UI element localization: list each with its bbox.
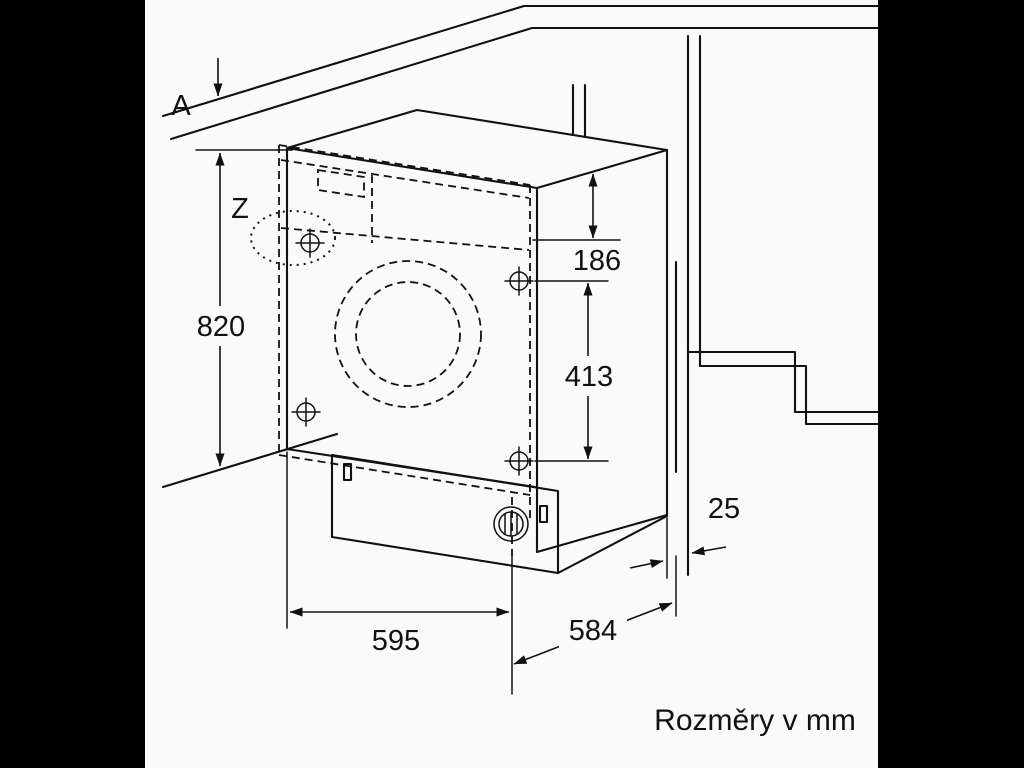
label-a: A (171, 90, 191, 122)
dim-label-mounting-span: 413 (565, 361, 613, 393)
screw-marks (291, 228, 534, 476)
plinth-knob (493, 506, 529, 542)
door-circle (334, 260, 482, 408)
door-circles (334, 260, 482, 408)
dim-label-panel-height: 186 (573, 245, 621, 277)
cabinet-side-and-step-lines (674, 34, 902, 577)
drum-circle (355, 281, 461, 387)
countertop-lines (161, 4, 902, 141)
label-backplate (559, 610, 627, 650)
z-detail-callout (250, 210, 336, 266)
dim-label-width: 595 (372, 625, 420, 657)
dim-panel-186 (532, 173, 621, 241)
floor-line (161, 432, 339, 489)
right-letterbox-bar (878, 0, 1024, 768)
label-backplate (556, 356, 622, 396)
label-backplate (189, 306, 253, 346)
left-letterbox-bar (0, 0, 145, 768)
control-panel-band (280, 159, 530, 251)
washing-machine-outline (285, 108, 669, 575)
dim-label-side-clearance: 25 (708, 493, 740, 525)
display-window (317, 168, 365, 199)
dim-label-depth: 584 (569, 615, 617, 647)
machine-right-bottom-edge (535, 513, 669, 554)
furniture-door-outline (278, 144, 531, 520)
plinth-latch-left (342, 462, 353, 482)
cabinet-back-panel-lines (571, 83, 587, 139)
dim-width-595 (286, 451, 513, 695)
dim-label-height: 820 (197, 311, 245, 343)
dim-gap-25 (629, 517, 727, 579)
label-z: Z (231, 193, 249, 225)
plinth-bottom-edge (556, 514, 669, 575)
z-detail-circle (250, 210, 336, 266)
units-caption: Rozměry v mm (654, 704, 856, 737)
plinth-latch-right (538, 504, 549, 524)
